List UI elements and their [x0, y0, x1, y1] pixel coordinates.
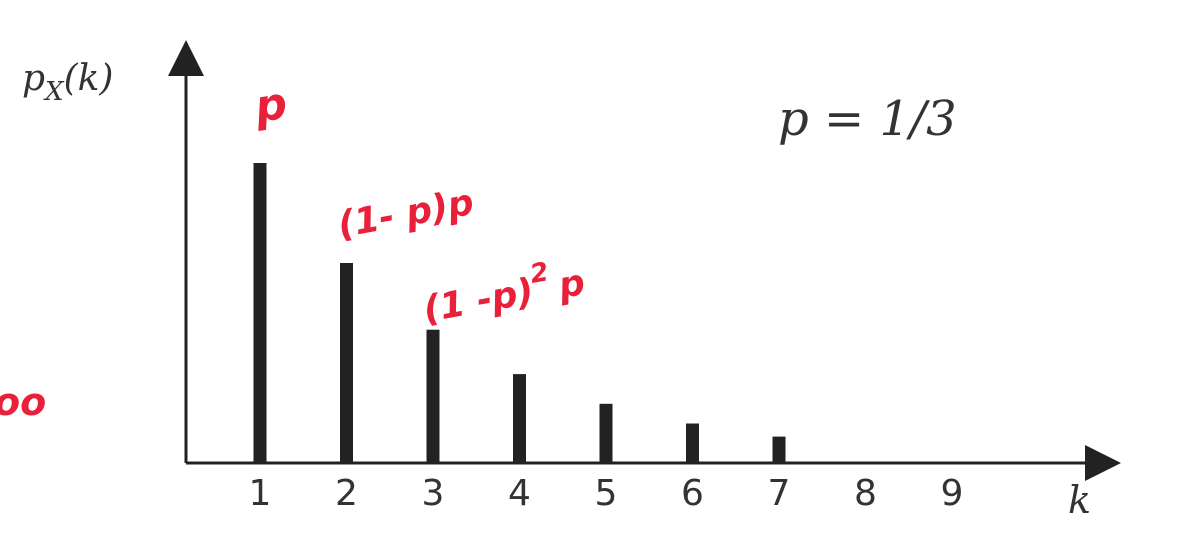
- y-axis-label-arg: (k): [64, 58, 114, 99]
- bar-k-7: [772, 436, 786, 463]
- annotation-squared-base: (1 -p): [420, 271, 537, 331]
- annotation-p: p: [251, 78, 290, 133]
- x-tick-label-3: 3: [422, 473, 445, 514]
- bar-k-5: [599, 403, 613, 463]
- bar-k-2: [340, 263, 353, 463]
- y-axis-label-sub: X: [43, 77, 65, 107]
- x-tick-label-2: 2: [335, 473, 358, 514]
- x-tick-labels: 1 2 3 4 5 6 7 8 9: [249, 473, 964, 514]
- bar-k-1: [253, 163, 267, 463]
- annotation-one-minus-p-times-p: (1- p)p: [335, 182, 477, 246]
- bar-k-3: [426, 329, 440, 463]
- x-tick-label-1: 1: [249, 473, 272, 514]
- x-tick-label-7: 7: [768, 473, 791, 514]
- y-axis-label: pX(k): [22, 58, 113, 107]
- y-axis-label-main: p: [22, 58, 45, 99]
- annotation-oo-fragment: oo: [0, 380, 46, 424]
- bar-k-6: [686, 423, 699, 463]
- x-tick-label-4: 4: [508, 473, 531, 514]
- x-tick-label-9: 9: [941, 473, 964, 514]
- x-tick-label-8: 8: [854, 473, 877, 514]
- x-tick-label-5: 5: [595, 473, 618, 514]
- annotation-squared-tail: p: [555, 262, 588, 307]
- bars-group: [253, 163, 786, 463]
- bar-k-4: [513, 374, 526, 463]
- parameter-label: p = 1/3: [778, 91, 957, 147]
- x-tick-label-6: 6: [681, 473, 704, 514]
- x-axis-label: k: [1068, 478, 1091, 522]
- annotation-squared-exponent: 2: [528, 257, 551, 290]
